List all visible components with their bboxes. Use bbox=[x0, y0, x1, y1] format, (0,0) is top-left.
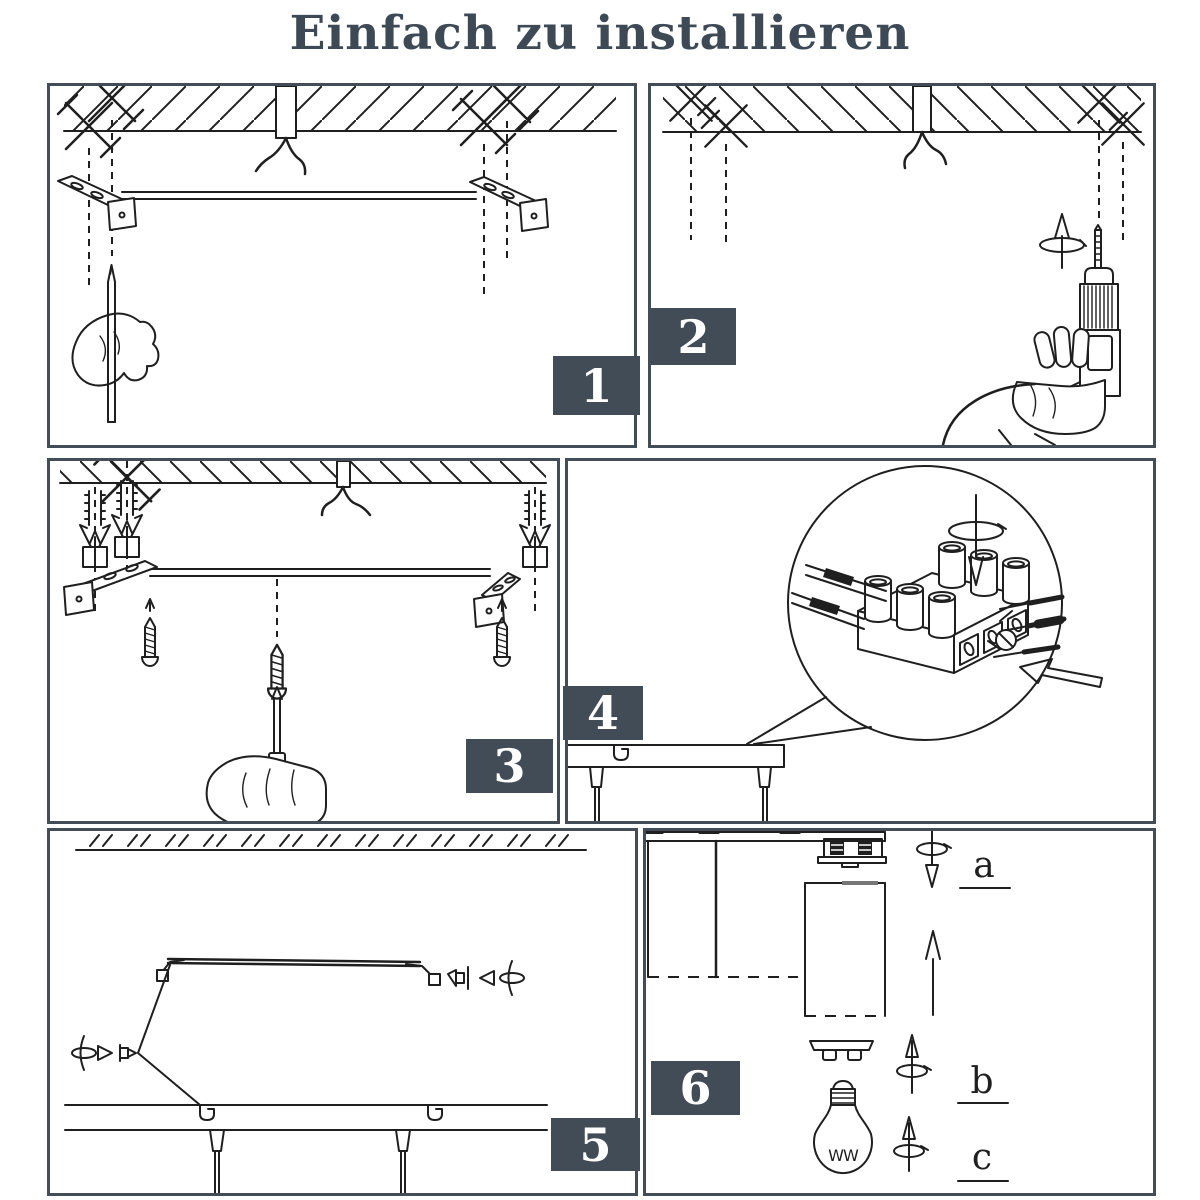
rotation-arrow-icon bbox=[1039, 213, 1087, 269]
shade-cylinder bbox=[804, 881, 886, 1017]
step-6-illustration: a b WW bbox=[646, 831, 1011, 1182]
step-badge-3: 3 bbox=[466, 739, 553, 793]
label-b: b bbox=[970, 1061, 993, 1102]
terminal-block-icon bbox=[857, 541, 1030, 674]
step-panel-3: 3 bbox=[47, 458, 560, 824]
page-title: Einfach zu installieren bbox=[289, 6, 911, 61]
step-badge-6: 6 bbox=[651, 1061, 740, 1115]
canopy-bar bbox=[568, 744, 785, 821]
x-mark-icon bbox=[56, 93, 122, 159]
step-3-illustration bbox=[59, 461, 551, 821]
ceiling-wire bbox=[254, 86, 307, 176]
step-panel-5: 5 bbox=[47, 828, 640, 1196]
hook-slot bbox=[199, 1104, 215, 1121]
pencil-icon bbox=[107, 264, 116, 423]
screw-rotation-icon-b bbox=[896, 1034, 932, 1094]
light-bulb-icon: WW bbox=[813, 1080, 873, 1174]
hand bbox=[998, 326, 1106, 445]
x-mark-icon bbox=[1101, 102, 1145, 146]
hook-slot bbox=[427, 1104, 443, 1121]
x-mark-icon bbox=[482, 86, 540, 132]
mounting-bar-icon bbox=[156, 957, 441, 986]
screw-icon bbox=[266, 643, 288, 700]
ceiling-hatch bbox=[63, 86, 617, 132]
step-1-illustration bbox=[56, 86, 617, 423]
step-badge-4: 4 bbox=[563, 686, 643, 740]
step-4-illustration bbox=[568, 465, 1103, 821]
screw-rotation-icon-c bbox=[893, 1116, 929, 1172]
wall-anchor-icon bbox=[111, 480, 143, 558]
step-badge-1: 1 bbox=[553, 356, 640, 415]
ceiling-hatch bbox=[662, 86, 1142, 133]
step-5-illustration bbox=[64, 834, 587, 1193]
terminal-block-icon bbox=[817, 838, 887, 868]
alignment-dashes bbox=[94, 461, 536, 637]
hand bbox=[71, 312, 160, 387]
ceiling-wire bbox=[320, 461, 372, 517]
label-a: a bbox=[973, 845, 994, 886]
mounting-bracket bbox=[57, 175, 549, 232]
ceiling-hatch bbox=[75, 834, 587, 851]
canopy-bar bbox=[64, 1104, 548, 1193]
screw-rotation-icon-a bbox=[916, 831, 952, 888]
screw-rotation-icon-right bbox=[447, 960, 525, 996]
ceiling-wire bbox=[903, 86, 948, 170]
step-badge-2: 2 bbox=[651, 308, 736, 365]
magnifier-balloon bbox=[746, 465, 1063, 745]
label-c: c bbox=[972, 1137, 992, 1178]
insert-arrow-icon bbox=[1019, 658, 1103, 688]
supply-wires bbox=[791, 564, 887, 630]
screw-icon bbox=[141, 598, 159, 667]
hook-slot bbox=[613, 744, 629, 761]
step-panel-4: 4 bbox=[563, 458, 1156, 824]
screw-icon bbox=[493, 598, 511, 667]
hand bbox=[205, 755, 327, 821]
x-mark-icon bbox=[696, 96, 748, 148]
mounting-bracket bbox=[63, 560, 521, 628]
arrow-up-icon bbox=[925, 930, 941, 1016]
step-panel-6: a b WW bbox=[643, 828, 1156, 1196]
power-cable bbox=[941, 382, 1037, 445]
suspension-cable bbox=[137, 964, 201, 1106]
loose-screw-icon bbox=[995, 629, 1017, 651]
wall-anchor-icon bbox=[519, 490, 551, 568]
step-2-illustration bbox=[662, 86, 1145, 445]
wall-anchor-icon bbox=[79, 490, 111, 568]
x-mark-icon bbox=[1077, 86, 1129, 132]
canopy-cross-section bbox=[646, 831, 886, 979]
step-badge-5: 5 bbox=[551, 1118, 640, 1172]
screw-rotation-icon-left bbox=[71, 1035, 137, 1071]
alignment-dashes bbox=[88, 120, 508, 300]
rotation-arrow-icon bbox=[948, 494, 1007, 586]
step-panel-1: 1 bbox=[47, 83, 640, 448]
ceiling-hatch bbox=[59, 461, 547, 484]
alignment-dashes bbox=[690, 118, 1124, 243]
step-panel-2: 2 bbox=[648, 83, 1156, 448]
x-mark-icon bbox=[87, 86, 145, 131]
end-cap bbox=[809, 1040, 874, 1061]
bulb-filament-marking: WW bbox=[828, 1146, 859, 1165]
x-mark-icon bbox=[669, 86, 721, 130]
